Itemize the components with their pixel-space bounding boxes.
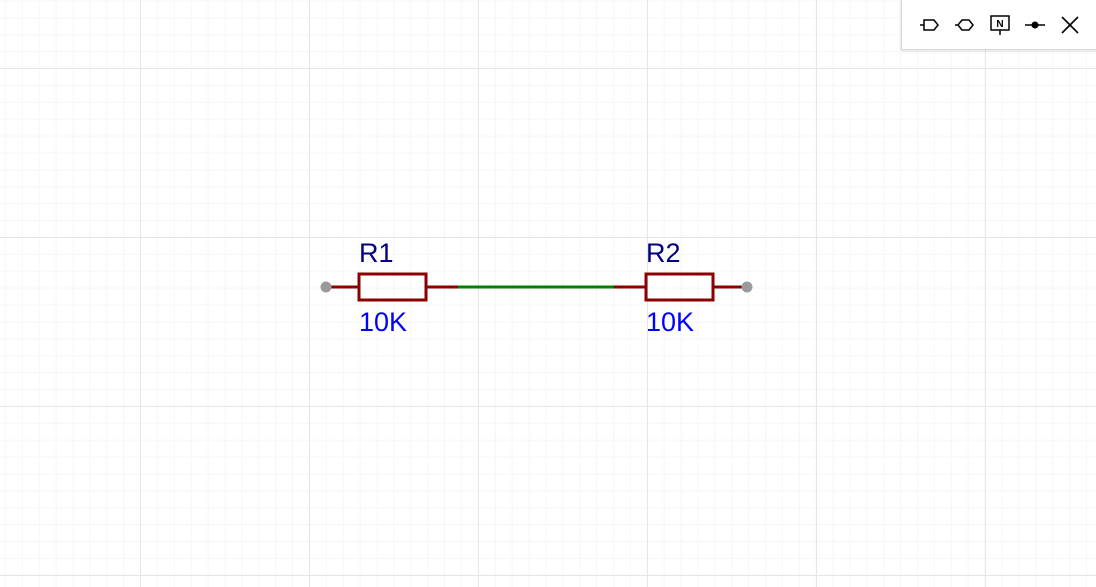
- junction-icon: [1024, 21, 1045, 28]
- net-label-icon: N: [989, 14, 1010, 35]
- resistor-r1-body[interactable]: [357, 272, 428, 302]
- net-port-bidirectional-button[interactable]: [947, 5, 982, 45]
- resistor-r1-designator[interactable]: R1: [359, 238, 394, 268]
- resistor-r1-value[interactable]: 10K: [359, 307, 407, 337]
- resistor-r2-body[interactable]: [644, 272, 715, 302]
- resistor-r1-pin-end[interactable]: [320, 281, 332, 293]
- resistor-r2-designator[interactable]: R2: [646, 238, 681, 268]
- resistor-r1[interactable]: R1 10K: [320, 238, 459, 337]
- wiring-toolbar: N: [901, 0, 1096, 50]
- net-label-glyph: N: [996, 19, 1003, 30]
- resistor-r2-value[interactable]: 10K: [646, 307, 694, 337]
- junction-button[interactable]: [1017, 5, 1052, 45]
- resistor-r2[interactable]: R2 10K: [614, 238, 753, 337]
- no-connect-icon: [1060, 15, 1079, 34]
- net-port-right-icon: [919, 18, 939, 31]
- net-port-bidirectional-icon: [954, 18, 974, 31]
- more-tools-button[interactable]: [1087, 5, 1096, 45]
- no-connect-button[interactable]: [1052, 5, 1087, 45]
- net-label-button[interactable]: N: [982, 5, 1017, 45]
- net-port-right-button[interactable]: [912, 5, 947, 45]
- resistor-r2-pin-end[interactable]: [741, 281, 753, 293]
